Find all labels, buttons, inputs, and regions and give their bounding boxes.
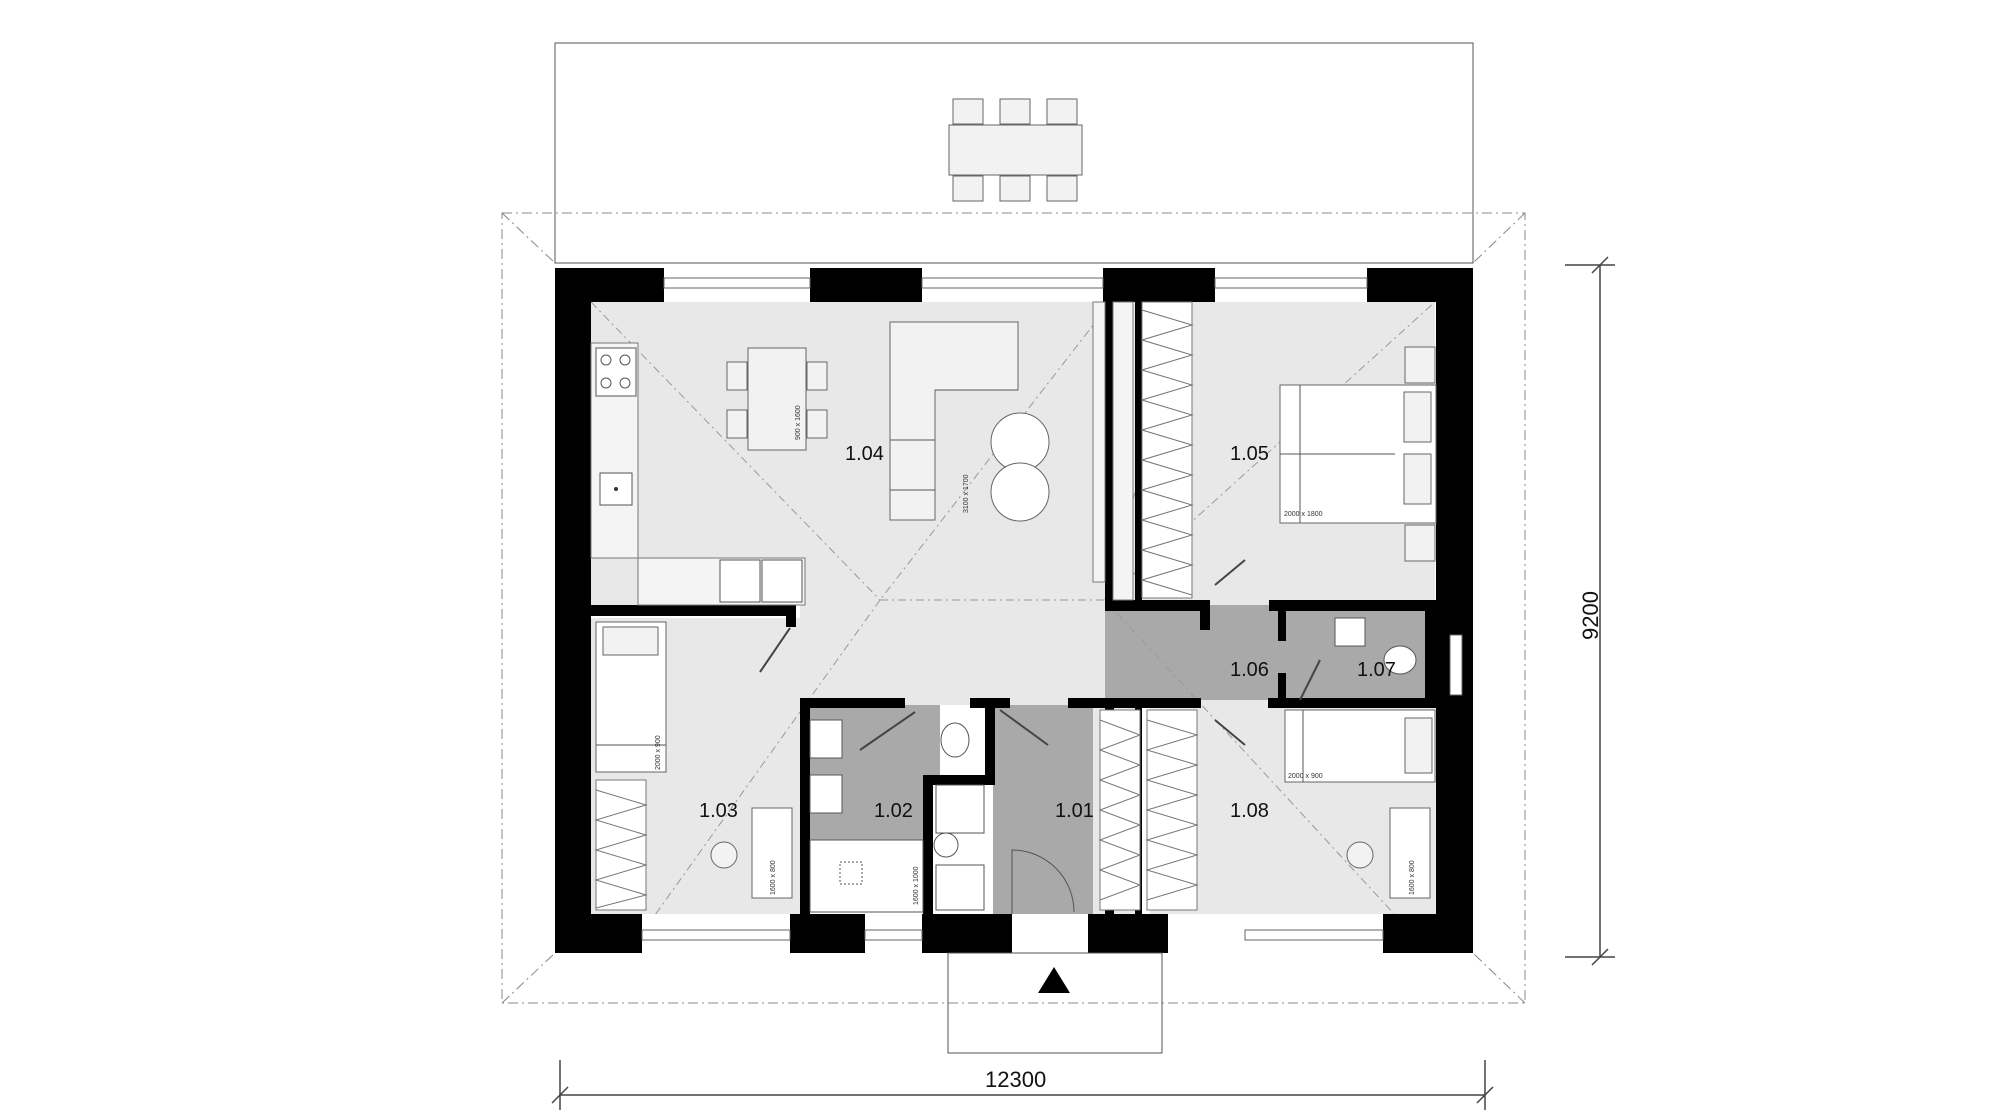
- entrance: [947, 849, 1163, 1054]
- wc-fixtures: [1334, 617, 1417, 675]
- sofa: 3100 x 1700: [889, 321, 1050, 522]
- height-dimension-label: 9200: [1578, 591, 1603, 640]
- desk-1-08-size: 1600 x 800: [1409, 860, 1416, 895]
- bathroom-fixtures: 1600 x 1000: [809, 719, 970, 913]
- doors: [759, 559, 1321, 751]
- toilet-icon: [940, 722, 970, 758]
- room-label-1-03: 1.03: [699, 800, 738, 822]
- desk-1-03-size: 1600 x 800: [770, 860, 777, 895]
- kitchen: [590, 342, 806, 606]
- windows: [641, 277, 1463, 941]
- bed-1-08: 2000 x 900: [1284, 709, 1436, 783]
- dining-table-size: 900 x 1600: [795, 405, 802, 440]
- wardrobe-1-08b: [1145, 709, 1199, 911]
- outdoor-dining-set: [948, 98, 1083, 202]
- bed-1-03: 2000 x 900: [595, 621, 667, 773]
- wc-sink-icon: [1334, 617, 1366, 647]
- desk-1-03: 1600 x 800: [710, 807, 793, 899]
- double-bed: 2000 x 1800: [1279, 346, 1437, 562]
- room-label-1-02: 1.02: [874, 800, 913, 822]
- dimension-height: [1565, 256, 1615, 966]
- room-label-1-08: 1.08: [1230, 800, 1269, 822]
- room-label-1-04: 1.04: [845, 443, 884, 465]
- double-bed-size: 2000 x 1800: [1284, 511, 1323, 518]
- room-label-1-06: 1.06: [1230, 659, 1269, 681]
- room-label-1-01: 1.01: [1055, 800, 1094, 822]
- bed-1-08-size: 2000 x 900: [1288, 773, 1323, 780]
- room-label-1-05: 1.05: [1230, 443, 1269, 465]
- bed-1-03-size: 2000 x 900: [655, 735, 662, 770]
- cooktop-icon: [595, 347, 637, 397]
- entrance-arrow-icon: [1038, 967, 1070, 993]
- wardrobe: [1112, 301, 1134, 601]
- dining-table: 900 x 1600: [726, 347, 828, 451]
- entry-door-swing: [1011, 849, 1075, 914]
- sofa-size: 3100 x 1700: [963, 474, 970, 513]
- room-label-1-07: 1.07: [1357, 659, 1396, 681]
- washer-icon: [935, 784, 985, 834]
- terrace-outline: [554, 42, 1474, 264]
- tv-unit: [1092, 301, 1106, 583]
- utility-fixtures: [933, 784, 985, 911]
- desk-1-08: 1600 x 800: [1346, 807, 1431, 899]
- boiler-icon: [933, 832, 959, 858]
- wardrobe-1-08: [1098, 709, 1142, 911]
- wardrobe-1-03: [594, 779, 648, 911]
- bathtub-size: 1600 x 1000: [913, 866, 920, 905]
- roof-outline: [501, 212, 1526, 1004]
- wardrobe-1-05: [1140, 301, 1194, 599]
- wc-toilet-icon: [1383, 645, 1417, 675]
- dimension-width: [551, 1060, 1494, 1110]
- width-dimension-label: 12300: [985, 1067, 1046, 1092]
